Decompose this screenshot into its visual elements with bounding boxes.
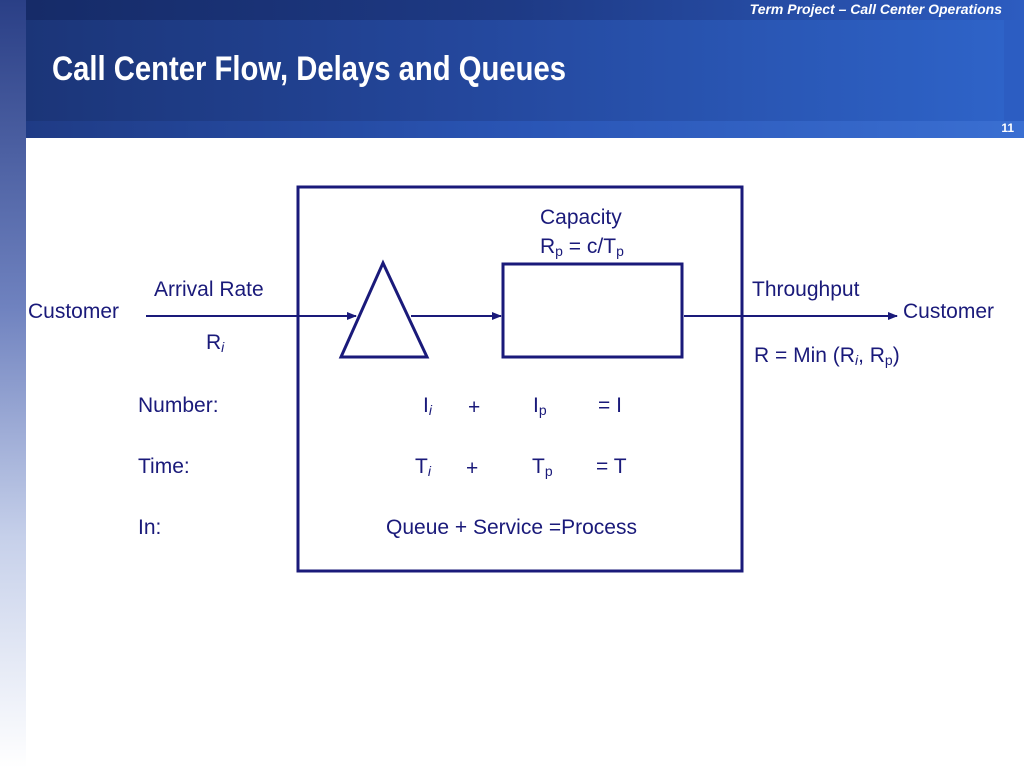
- throughput-suffix: ): [892, 344, 900, 367]
- time-b-sub: p: [544, 463, 553, 479]
- queue-triangle: [338, 259, 430, 359]
- arrival-rate-sub: i: [221, 339, 225, 355]
- capacity-formula-r: R: [540, 235, 556, 258]
- top-bar: [0, 0, 1024, 20]
- throughput-formula: R = Min (Ri, Rp): [754, 344, 900, 368]
- throughput-sub-i: i: [854, 352, 859, 368]
- time-row-process-time: Tp: [532, 455, 553, 479]
- number-row-label: Number:: [138, 394, 219, 417]
- number-b: I: [533, 394, 539, 417]
- customer-right-label: Customer: [903, 300, 995, 323]
- service-box: [501, 262, 684, 359]
- header-right-strip: [1004, 20, 1024, 121]
- process-boundary-box: [296, 185, 744, 573]
- number-row-inventory-process: Ip: [533, 394, 547, 418]
- capacity-label: Capacity: [540, 206, 622, 229]
- arrival-rate-symbol: Ri: [206, 331, 224, 355]
- slide-title: Call Center Flow, Delays and Queues: [52, 50, 567, 88]
- capacity-formula: Rp = c/Tp: [540, 235, 624, 259]
- capacity-formula-mid: = c/T: [562, 235, 617, 258]
- number-row-plus: +: [468, 396, 481, 419]
- number-row-result: = I: [598, 394, 622, 417]
- throughput-sub-p: p: [884, 352, 893, 368]
- page-number: 11: [1001, 121, 1014, 135]
- in-row-label: In:: [138, 516, 162, 539]
- header-banner: [26, 20, 1004, 121]
- time-row-result: = T: [596, 455, 627, 478]
- time-a: T: [415, 455, 428, 478]
- throughput-label: Throughput: [752, 278, 860, 301]
- number-a: I: [423, 394, 429, 417]
- throughput-prefix: R = Min (R: [754, 344, 855, 367]
- capacity-formula-t-sub: p: [616, 243, 624, 259]
- time-row-label: Time:: [138, 455, 190, 478]
- arrival-rate-r: R: [206, 331, 222, 354]
- capacity-formula-r-sub: p: [555, 243, 563, 259]
- left-decorative-strip: [0, 0, 26, 768]
- number-b-sub: p: [538, 402, 547, 418]
- arrival-rate-label: Arrival Rate: [154, 278, 264, 301]
- throughput-comma: , R: [858, 344, 885, 367]
- customer-left-label: Customer: [28, 300, 120, 323]
- header-sub-bar: [26, 121, 1024, 138]
- time-a-sub: i: [427, 463, 431, 479]
- number-a-sub: i: [428, 402, 432, 418]
- number-row-inventory-queue: Ii: [423, 394, 432, 418]
- time-b: T: [532, 455, 545, 478]
- in-row-text: Queue + Service =Process: [386, 516, 637, 539]
- time-row-queue-time: Ti: [415, 455, 431, 479]
- course-title: Term Project – Call Center Operations: [749, 1, 1002, 17]
- time-row-plus: +: [466, 457, 479, 480]
